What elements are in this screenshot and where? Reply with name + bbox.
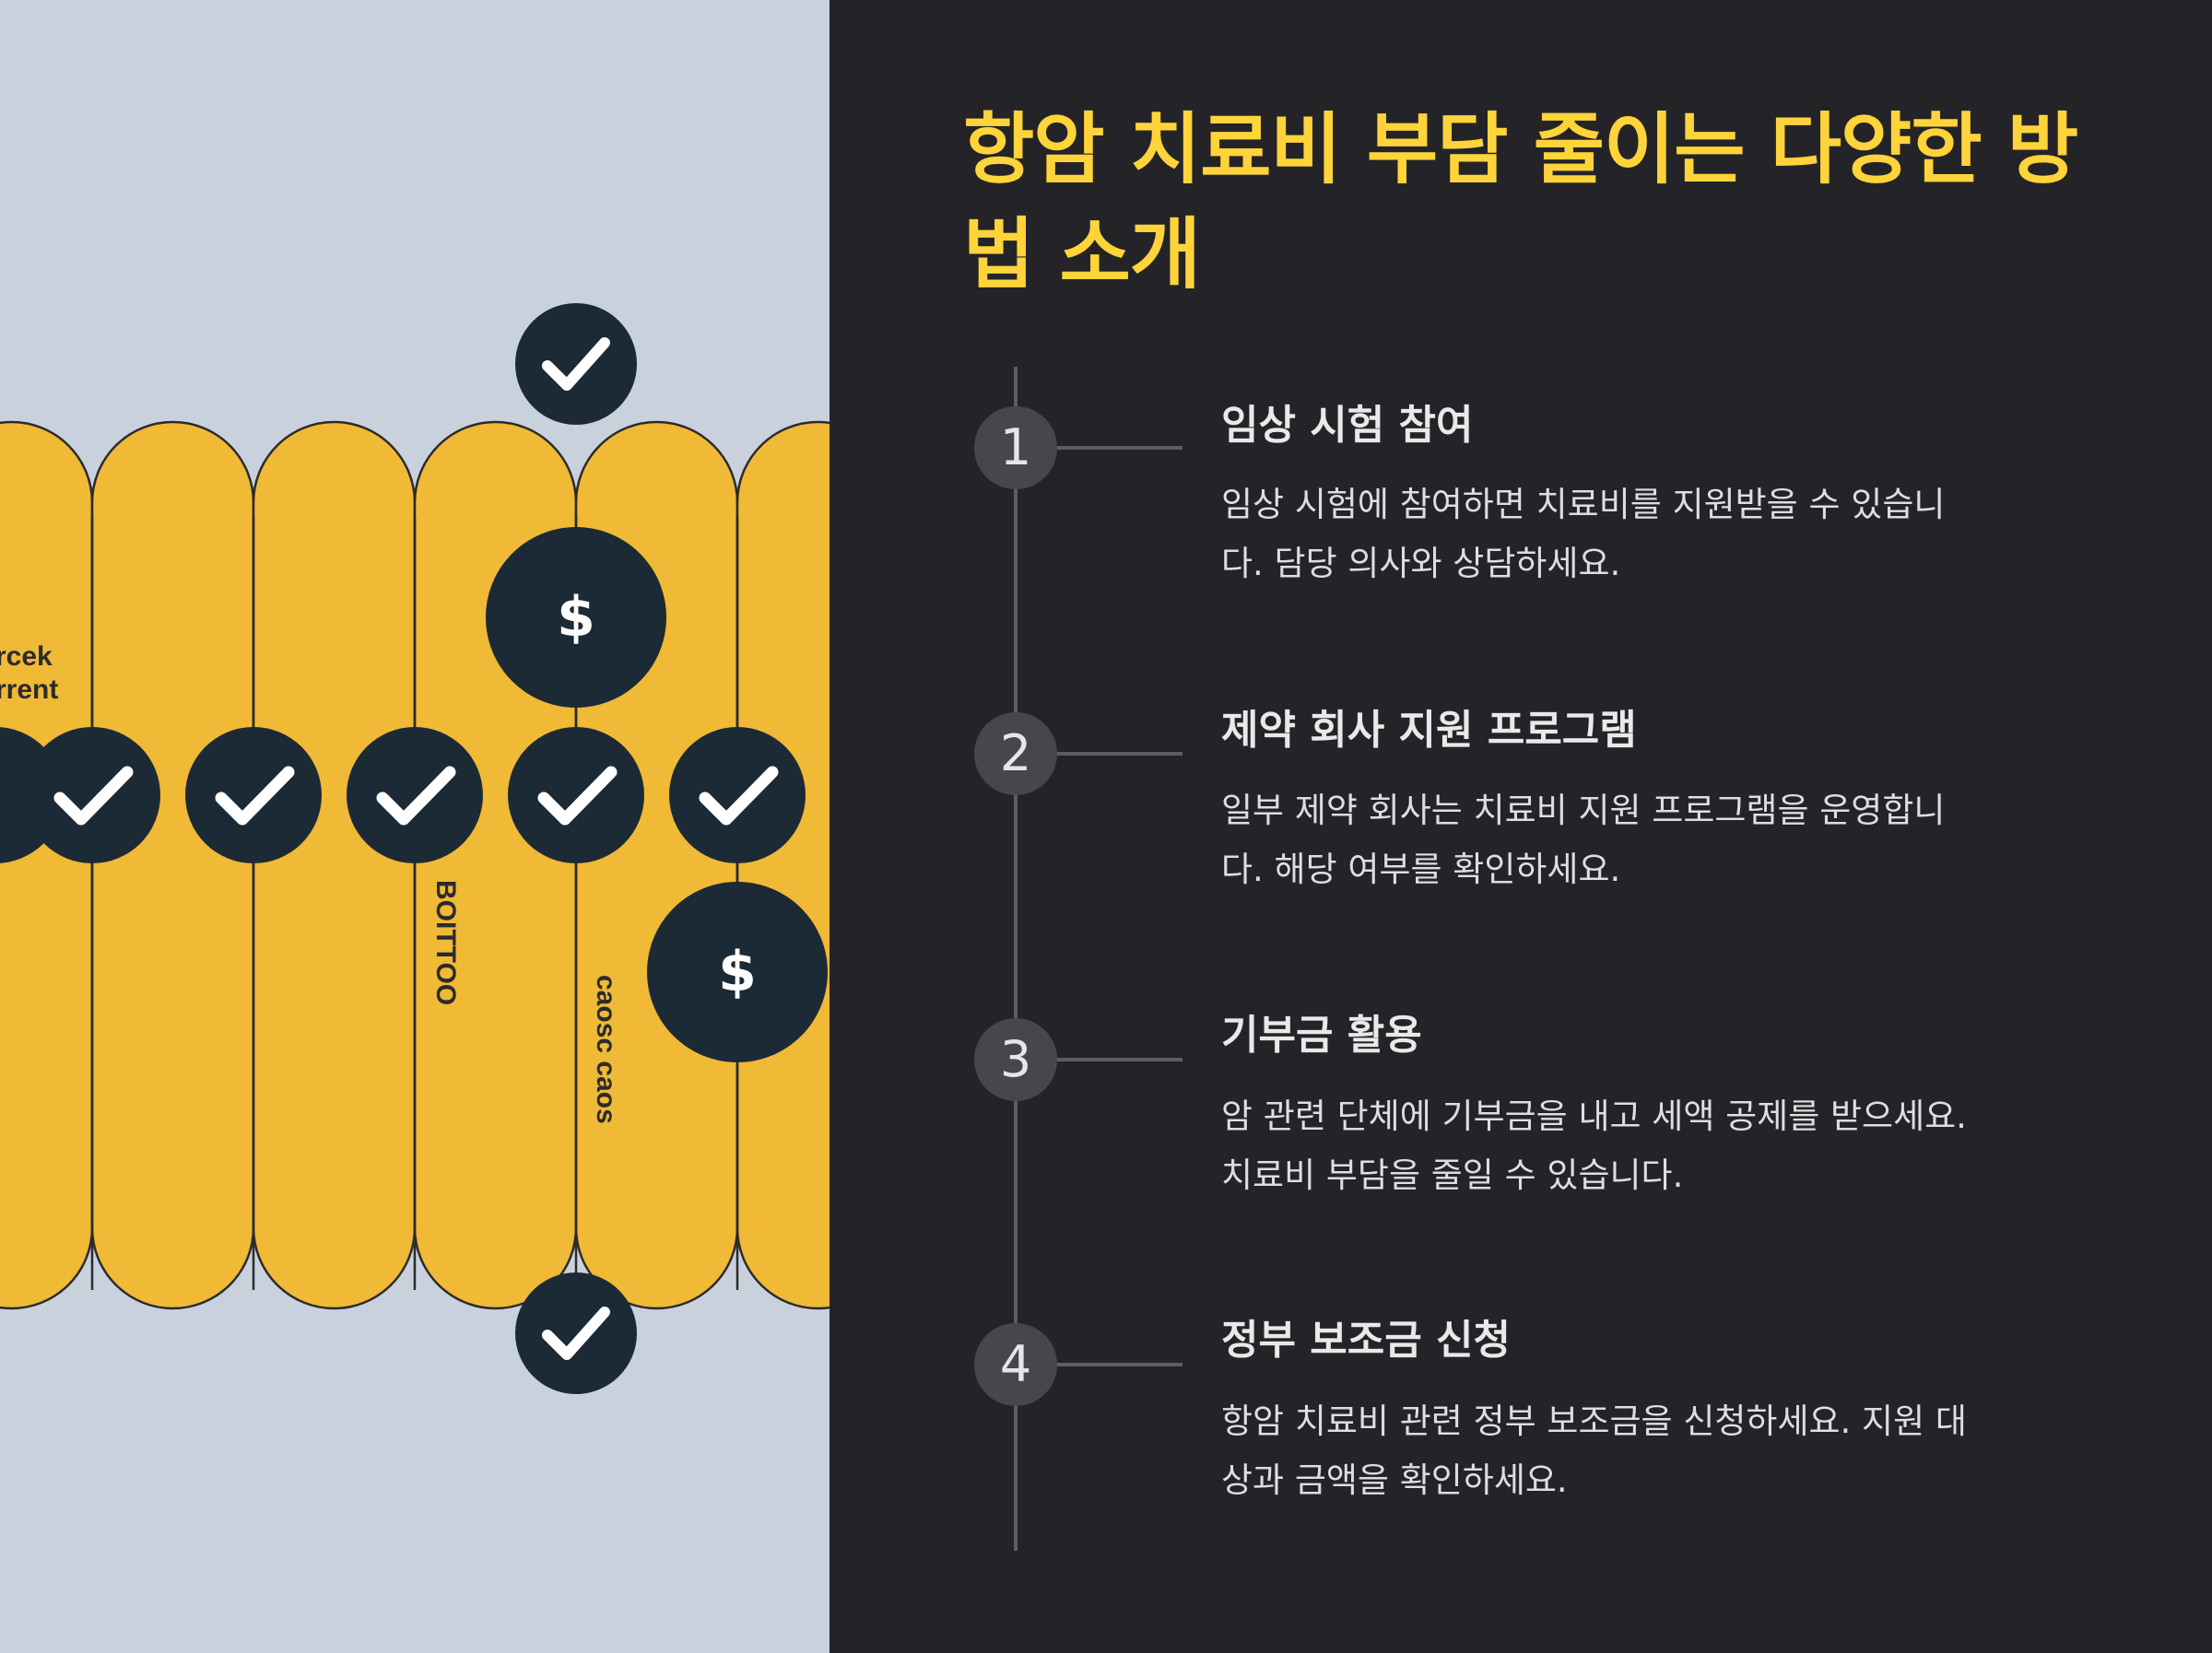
check-icon	[215, 766, 295, 826]
step-title: 기부금 활용	[1221, 1012, 1422, 1059]
check-icon	[699, 766, 779, 826]
check-badge	[24, 727, 160, 863]
pill-text: BOITTOO	[430, 880, 461, 1005]
dollar-badge: $	[486, 527, 666, 708]
check-badge	[515, 303, 637, 425]
pill-column	[735, 420, 830, 1310]
step-description: 암 관련 단체에 기부금을 내고 세액 공제를 받으세요. 치료비 부담을 줄일…	[1221, 1096, 1967, 1195]
pill-text: caosc caos	[591, 975, 621, 1124]
step-description: 임상 시험에 참여하면 치료비를 지원받을 수 있습니다. 담당 의사와 상담하…	[1221, 485, 1946, 583]
step-connector	[1057, 1058, 1182, 1061]
step-number-circle: 4	[974, 1323, 1057, 1406]
step-number-circle: 3	[974, 1018, 1057, 1101]
check-badge	[185, 727, 322, 863]
pill-text: rcek	[0, 641, 53, 672]
check-icon	[542, 337, 610, 391]
step-title: 정부 보조금 신청	[1221, 1317, 1511, 1364]
check-icon	[542, 1307, 610, 1360]
page-title: 항암 치료비 부담 줄이는 다양한 방법 소개	[963, 104, 2078, 299]
step-connector	[1057, 1363, 1182, 1366]
step-connector	[1057, 446, 1182, 450]
pill-text: rrent	[0, 674, 58, 705]
dollar-icon: $	[718, 940, 757, 1004]
step-title: 제약 회사 지원 프로그램	[1221, 707, 1637, 754]
timeline-line	[1014, 367, 1018, 1551]
check-icon	[53, 766, 134, 826]
check-badge	[669, 727, 806, 863]
pill-column	[0, 420, 94, 1310]
pill-column	[252, 420, 417, 1310]
pill-column	[90, 420, 255, 1310]
check-badge	[508, 727, 644, 863]
step-title: 임상 시험 참여	[1221, 402, 1474, 449]
step-description: 일부 제약 회사는 치료비 지원 프로그램을 운영합니다. 해당 여부를 확인하…	[1221, 791, 1946, 889]
check-badge	[347, 727, 483, 863]
step-connector	[1057, 752, 1182, 756]
check-badge	[515, 1272, 637, 1394]
content-panel: 항암 치료비 부담 줄이는 다양한 방법 소개 1 임상 시험 참여 임상 시험…	[830, 0, 2212, 1653]
step-number-circle: 2	[974, 712, 1057, 795]
illustration-panel: rcek rrent BOITTOO caosc caos $	[0, 0, 830, 1653]
coin-column-illustration: rcek rrent BOITTOO caosc caos $	[0, 303, 830, 1394]
dollar-badge: $	[647, 882, 828, 1062]
check-icon	[537, 766, 618, 826]
check-icon	[376, 766, 456, 826]
dollar-icon: $	[557, 585, 595, 650]
step-number-circle: 1	[974, 406, 1057, 489]
step-description: 항암 치료비 관련 정부 보조금을 신청하세요. 지원 대상과 금액을 확인하세…	[1221, 1401, 1967, 1500]
